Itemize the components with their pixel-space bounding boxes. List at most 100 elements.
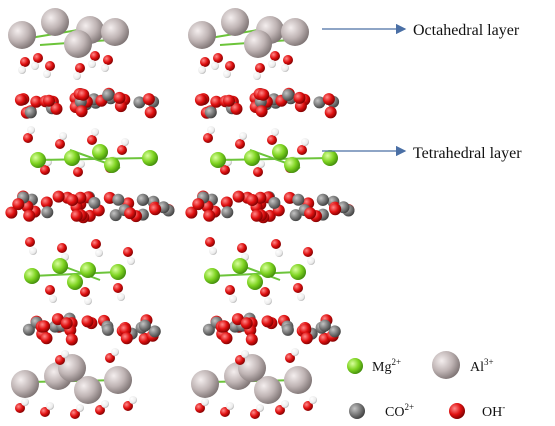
oxygen-atom xyxy=(142,93,155,106)
oxygen-atom xyxy=(65,333,78,346)
oxygen-atom xyxy=(255,105,268,118)
oxygen-atom xyxy=(223,94,235,107)
oxygen-atom xyxy=(117,145,127,155)
oxygen-atom xyxy=(257,88,270,101)
oxygen-atom xyxy=(15,403,25,413)
oxygen-atom xyxy=(60,317,73,330)
oxygen-atom xyxy=(123,247,133,257)
oxygen-atom xyxy=(232,190,245,203)
oxygen-atom xyxy=(250,209,263,222)
carbonate-atom xyxy=(136,193,149,206)
hydrogen-atom xyxy=(95,249,103,257)
oxygen-atom xyxy=(21,200,34,213)
oxygen-atom xyxy=(283,55,293,65)
carbonate-atom xyxy=(202,323,215,336)
carbonate-atom xyxy=(101,323,114,336)
hydrogen-atom xyxy=(84,297,92,305)
legend-al-sphere xyxy=(432,351,460,379)
oxygen-atom xyxy=(40,407,50,417)
carbonate-atom xyxy=(221,206,234,219)
hydrogen-atom xyxy=(117,293,125,301)
oxygen-atom xyxy=(50,102,63,115)
magnesium-atom xyxy=(322,150,338,166)
oxygen-atom xyxy=(185,206,198,219)
oxygen-atom xyxy=(95,405,105,415)
hydrogen-atom xyxy=(61,350,69,358)
oxygen-atom xyxy=(40,332,53,345)
hydrogen-atom xyxy=(127,257,135,265)
aluminum-atom xyxy=(254,376,282,404)
oxygen-atom xyxy=(275,405,285,415)
oxygen-atom xyxy=(271,239,281,249)
oxygen-atom xyxy=(45,285,55,295)
hydrogen-atom xyxy=(309,396,317,404)
oxygen-atom xyxy=(75,63,85,73)
carbonate-atom xyxy=(328,325,341,338)
carbonate-atom xyxy=(112,193,125,206)
legend: Mg2+ Al3+ CO2+ OH- xyxy=(347,351,505,420)
oxygen-atom xyxy=(113,91,126,104)
oxygen-atom xyxy=(293,91,306,104)
oxygen-atom xyxy=(52,190,65,203)
hydrogen-atom xyxy=(21,398,29,406)
oxygen-atom xyxy=(225,285,235,295)
oxygen-atom xyxy=(261,315,274,328)
crystal-structure-left xyxy=(5,8,175,419)
oxygen-atom xyxy=(303,401,313,411)
oxygen-atom xyxy=(303,247,313,257)
oxygen-atom xyxy=(90,51,100,61)
aluminum-atom xyxy=(191,370,219,398)
carbonate-atom xyxy=(138,319,151,332)
legend-al-label: Al3+ xyxy=(470,357,494,375)
oxygen-atom xyxy=(149,203,162,216)
crystal-structure-right xyxy=(185,8,355,419)
legend-oh-label: OH- xyxy=(482,402,505,420)
oxygen-atom xyxy=(113,283,123,293)
hydrogen-atom xyxy=(49,295,57,303)
hydrogen-atom xyxy=(281,64,289,72)
oxygen-atom xyxy=(245,333,258,346)
hydrogen-atom xyxy=(201,398,209,406)
oxygen-atom xyxy=(220,165,230,175)
oxygen-atom xyxy=(192,198,205,211)
hydrogen-atom xyxy=(31,62,39,70)
legend-co-sphere xyxy=(349,403,365,419)
hydrogen-atom xyxy=(226,402,234,410)
hydrogen-atom xyxy=(76,404,84,412)
carbonate-atom xyxy=(24,106,37,119)
oxygen-atom xyxy=(14,93,27,106)
hydrogen-atom xyxy=(207,126,215,134)
oxygen-atom xyxy=(213,53,223,63)
hydrogen-atom xyxy=(27,126,35,134)
oxygen-atom xyxy=(260,287,270,297)
carbonate-atom xyxy=(148,325,161,338)
magnesium-atom xyxy=(92,144,108,160)
oxygen-atom xyxy=(329,203,342,216)
legend-mg-sphere xyxy=(347,358,363,374)
oxygen-atom xyxy=(12,198,25,211)
hydrogen-atom xyxy=(301,138,309,146)
oxygen-atom xyxy=(210,95,223,108)
oxygen-atom xyxy=(203,133,213,143)
hydrogen-atom xyxy=(239,132,247,140)
oxygen-atom xyxy=(55,139,65,149)
aluminum-atom xyxy=(188,21,216,49)
magnesium-atom xyxy=(110,264,126,280)
oxygen-atom xyxy=(194,93,207,106)
oxygen-atom xyxy=(230,102,243,115)
oxygen-atom xyxy=(203,209,216,222)
hydrogen-atom xyxy=(18,66,26,74)
octahedral-layer-label: Octahedral layer xyxy=(413,22,520,39)
aluminum-atom xyxy=(104,366,132,394)
hydrogen-atom xyxy=(88,60,96,68)
aluminum-atom xyxy=(58,354,86,382)
hydrogen-atom xyxy=(256,404,264,412)
hydrogen-atom xyxy=(43,70,51,78)
oxygen-atom xyxy=(45,61,55,71)
hydrogen-atom xyxy=(91,128,99,136)
oxygen-atom xyxy=(270,51,280,61)
oxygen-atom xyxy=(87,135,97,145)
oxygen-atom xyxy=(103,55,113,65)
hydrogen-atom xyxy=(121,138,129,146)
aluminum-atom xyxy=(238,354,266,382)
